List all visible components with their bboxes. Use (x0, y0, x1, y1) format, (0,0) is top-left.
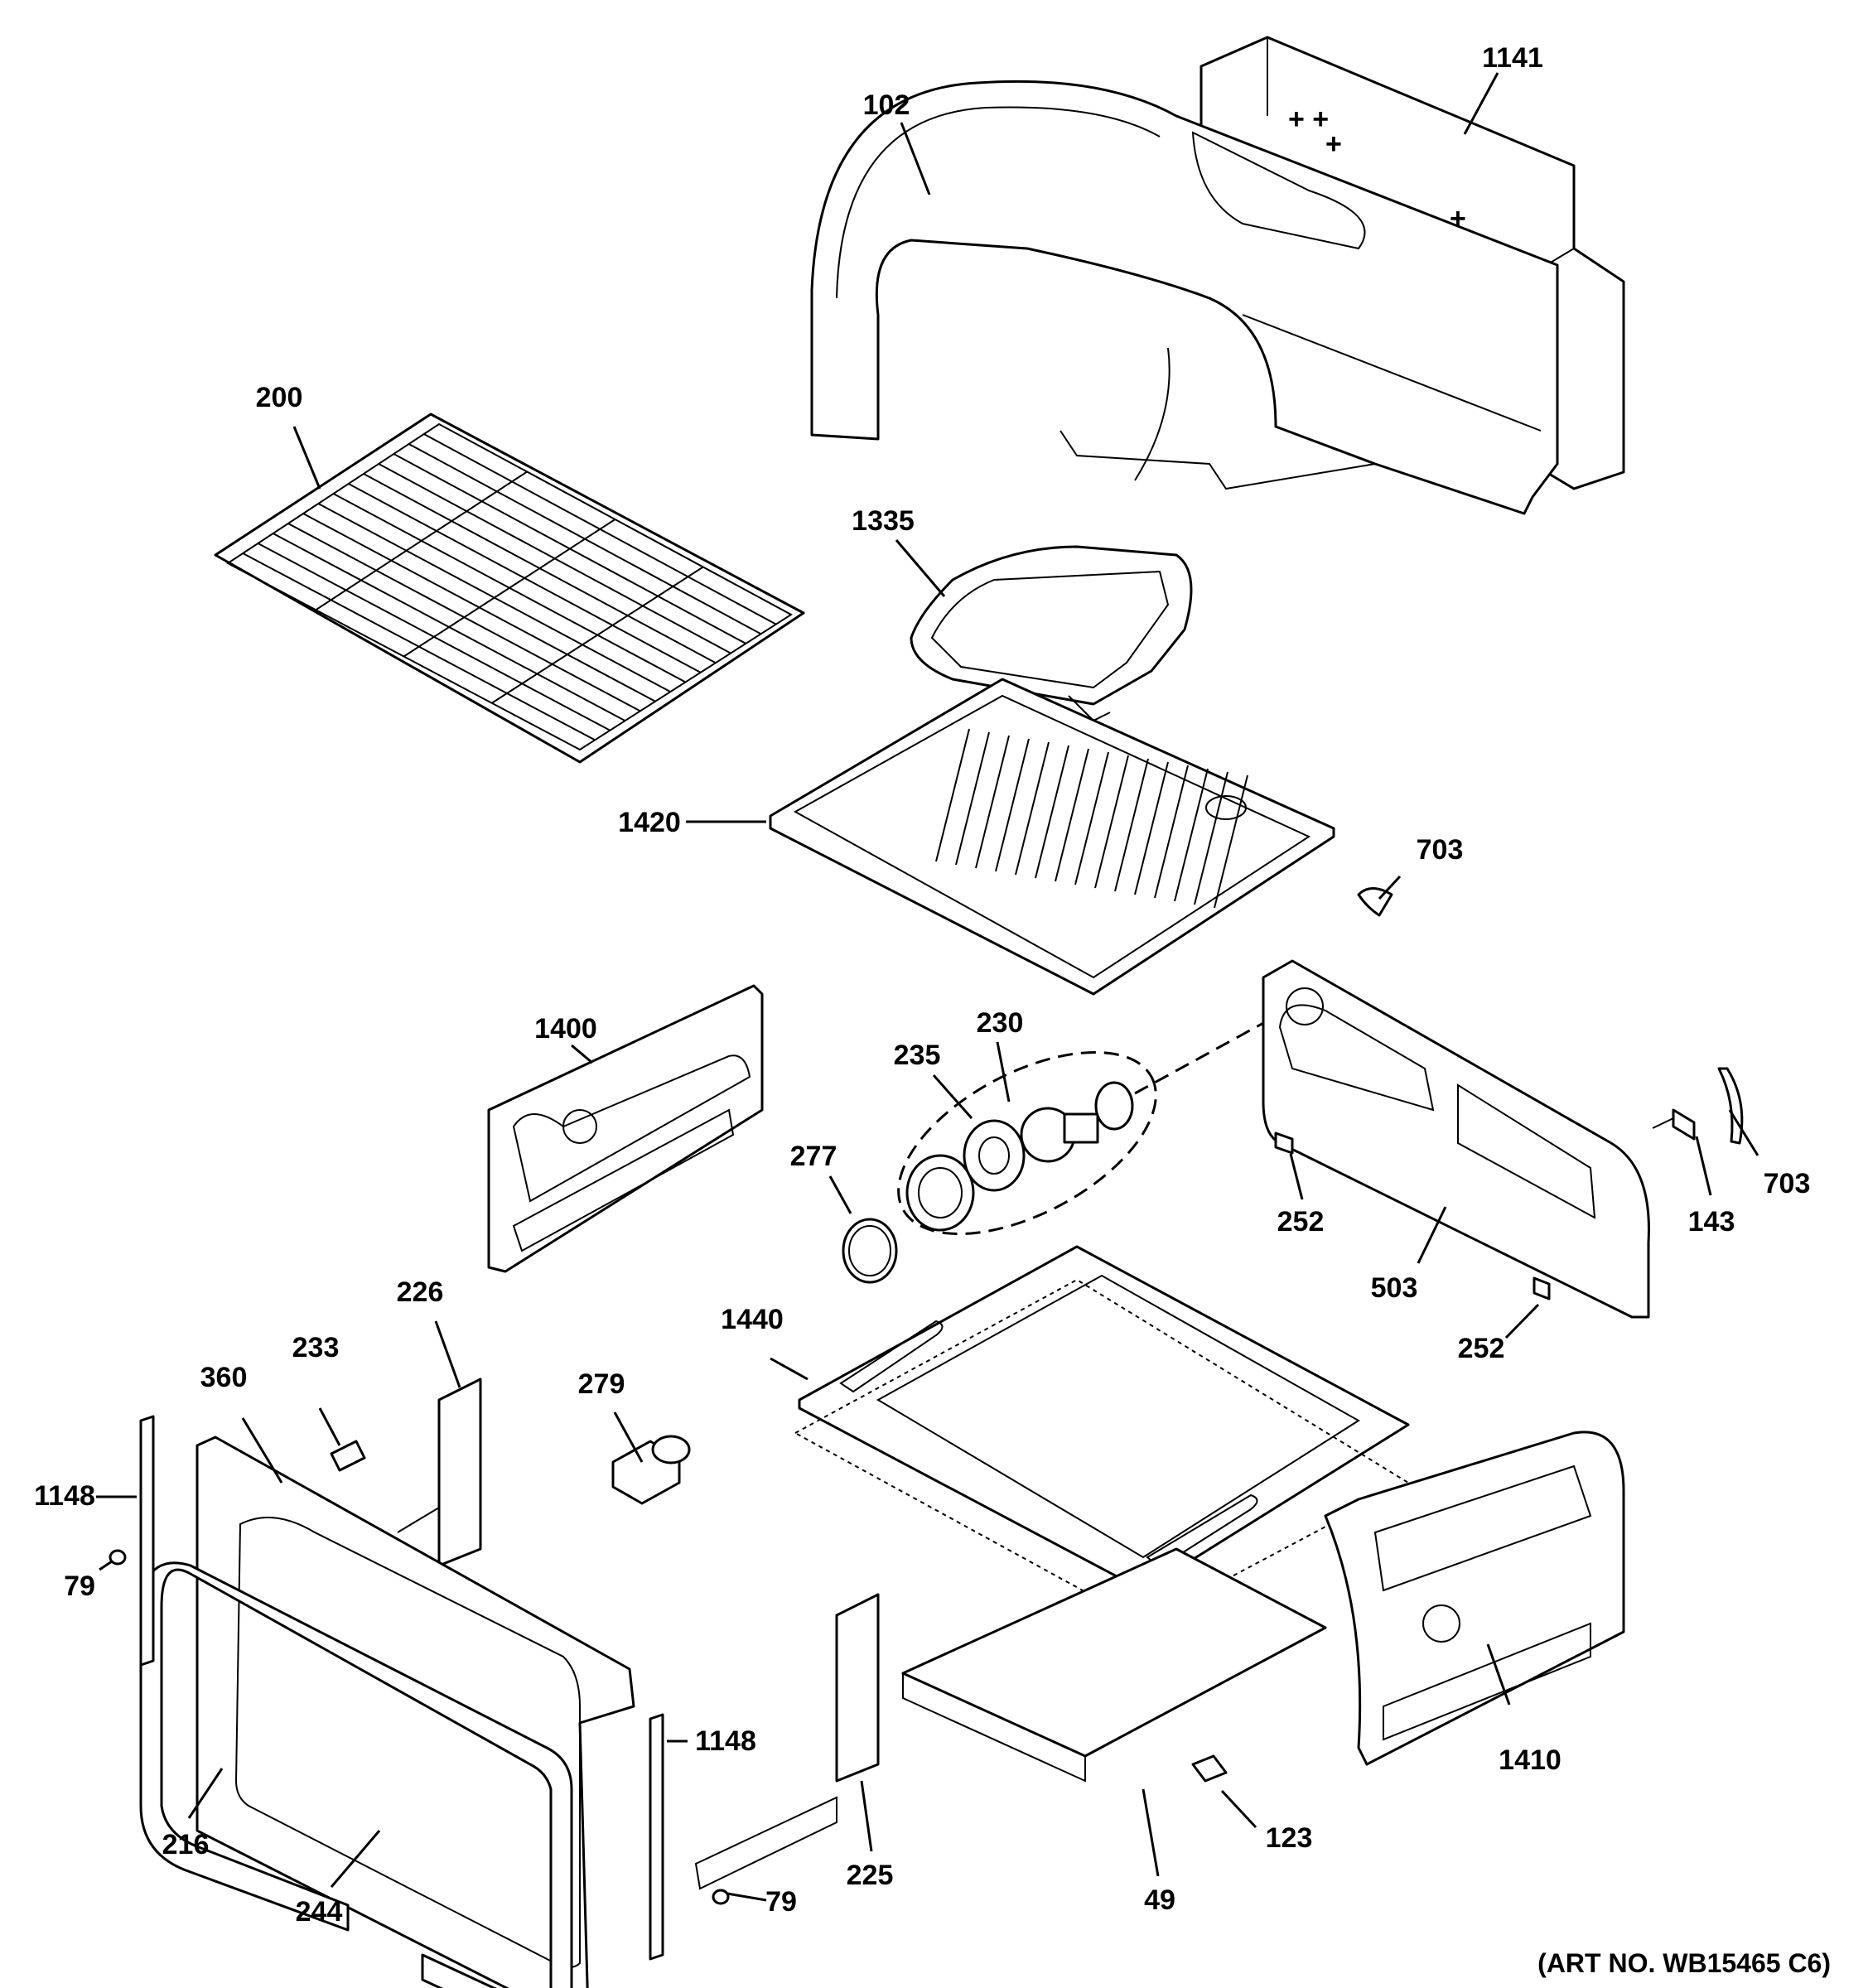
svg-text:+: + (1325, 128, 1342, 160)
part-1420-oven-bottom (769, 678, 1335, 996)
part-1440-bottom-cover (793, 1245, 1411, 1625)
callout-79-lower: 79 (765, 1886, 797, 1918)
part-200-oven-rack (214, 413, 805, 764)
callout-252-lower: 252 (1458, 1333, 1505, 1364)
callout-230: 230 (977, 1007, 1024, 1039)
leader-lines (96, 72, 1759, 1902)
callout-1148-right: 1148 (695, 1725, 756, 1757)
callout-143: 143 (1688, 1206, 1735, 1238)
part-1410-right-side-panel (1324, 1431, 1625, 1766)
callout-233: 233 (292, 1332, 340, 1363)
part-79-bumper-lower (712, 1889, 730, 1905)
callout-1335: 1335 (852, 505, 915, 537)
callout-360: 360 (200, 1362, 248, 1393)
part-1148-strip-right (649, 1713, 664, 1961)
part-79-bumper-upper (109, 1549, 127, 1566)
part-1148-strip-left (139, 1415, 155, 1667)
callout-102: 102 (863, 89, 910, 121)
callout-703-right: 703 (1764, 1168, 1811, 1199)
part-233-door-stop (330, 1440, 366, 1472)
callout-277: 277 (790, 1141, 837, 1172)
callout-labels: 102 1141 200 1335 1420 703 703 1400 230 … (34, 42, 1831, 1978)
callout-244: 244 (296, 1896, 343, 1928)
part-1335-liner-pan (910, 545, 1193, 722)
callout-252-upper: 252 (1277, 1206, 1325, 1238)
part-503-rear-panel (1262, 959, 1650, 1319)
callout-703-upper: 703 (1417, 834, 1464, 866)
part-123-bracket (1191, 1754, 1228, 1783)
part-102-outer-cover (810, 80, 1559, 515)
art-number: (ART NO. WB15465 C6) (1537, 1948, 1831, 1978)
part-143-bracket (1652, 1108, 1696, 1141)
part-252-clip-lower (1533, 1276, 1551, 1300)
callout-225: 225 (847, 1860, 894, 1891)
part-1400-left-side-panel (487, 984, 764, 1273)
callout-503: 503 (1371, 1272, 1418, 1304)
callout-79-upper: 79 (64, 1571, 95, 1602)
callout-1148-left: 1148 (34, 1480, 95, 1512)
part-252-clip-upper (1274, 1132, 1294, 1155)
part-703-shield-right (1717, 1067, 1744, 1145)
callout-226: 226 (397, 1276, 444, 1308)
part-49-drawer-liner (901, 1547, 1327, 1783)
callout-1400: 1400 (534, 1013, 597, 1045)
callout-235: 235 (894, 1040, 941, 1071)
part-225-hinge-right (694, 1593, 880, 1890)
callout-1141: 1141 (1482, 42, 1543, 74)
part-235-230-light-assembly (897, 996, 1310, 1236)
callout-216: 216 (162, 1829, 210, 1860)
part-279-thermostat (611, 1435, 691, 1505)
svg-text:+ +: + + (1288, 104, 1329, 135)
callout-1410: 1410 (1499, 1744, 1561, 1776)
callout-49: 49 (1144, 1884, 1175, 1916)
callout-1440: 1440 (721, 1304, 784, 1335)
callout-1420: 1420 (618, 807, 681, 838)
part-226-hinge-left (397, 1378, 482, 1567)
callout-200: 200 (256, 382, 303, 413)
callout-279: 279 (578, 1368, 625, 1400)
part-277-gasket-ring (842, 1218, 898, 1284)
callout-123: 123 (1266, 1822, 1313, 1854)
